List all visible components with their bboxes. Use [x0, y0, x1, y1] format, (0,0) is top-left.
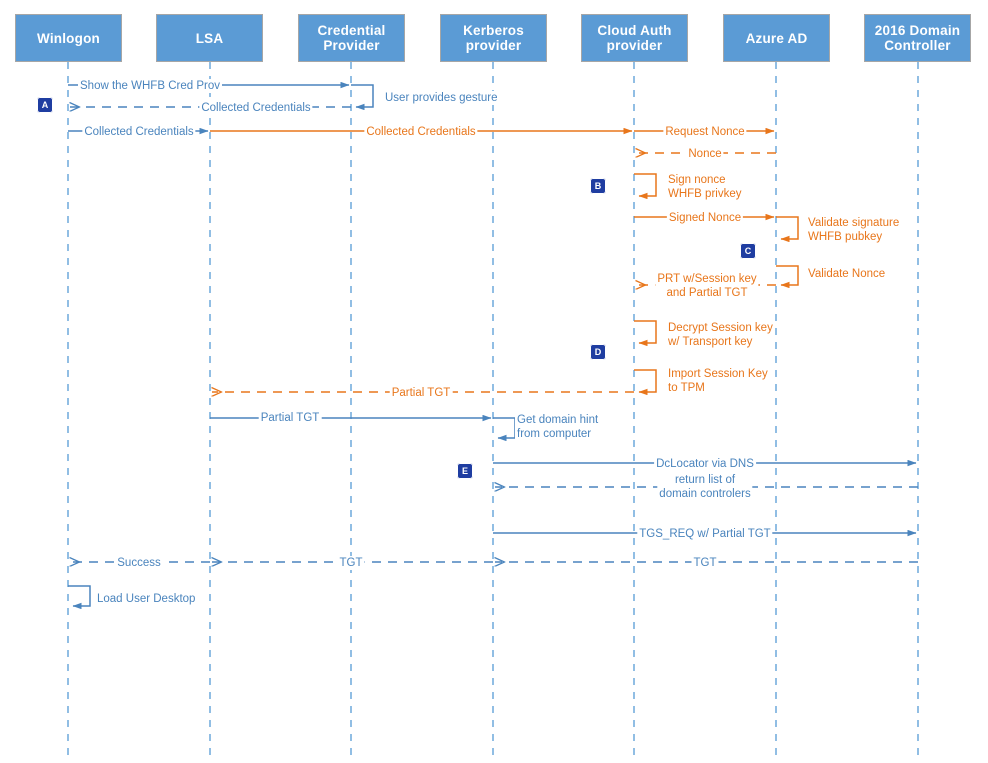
self-message-m24 [68, 585, 91, 610]
step-marker-c[interactable]: C [740, 243, 756, 259]
message-label-m5: Collected Credentials [364, 125, 478, 139]
message-label-m6: Request Nonce [663, 125, 747, 139]
self-message-m17 [493, 417, 516, 442]
message-label-m4: Collected Credentials [82, 125, 196, 139]
message-label-m7: Nonce [686, 147, 724, 161]
self-message-m13 [634, 320, 657, 347]
self-message-m10 [776, 216, 799, 243]
message-label-m1: Show the WHFB Cred Prov [78, 79, 222, 93]
self-message-m8 [634, 173, 657, 200]
message-label-m22: TGT [337, 556, 365, 570]
actor-box-lsa[interactable]: LSA [156, 14, 263, 62]
message-label-m18: DcLocator via DNS [654, 457, 756, 471]
step-marker-d[interactable]: D [590, 344, 606, 360]
step-marker-b[interactable]: B [590, 178, 606, 194]
self-message-m11 [776, 265, 799, 289]
actor-box-winlogon[interactable]: Winlogon [15, 14, 122, 62]
self-message-m14 [634, 369, 657, 396]
lifelines-group [67, 62, 919, 760]
message-label-m24: Load User Desktop [95, 592, 198, 606]
message-label-m16: Partial TGT [258, 411, 322, 425]
message-label-m9: Signed Nonce [666, 211, 744, 225]
self-message-m2 [351, 84, 374, 111]
message-label-m2: User provides gesture [383, 91, 500, 105]
actor-box-azuread[interactable]: Azure AD [723, 14, 830, 62]
step-marker-e[interactable]: E [457, 463, 473, 479]
message-label-m3: Collected Credentials [199, 101, 313, 115]
message-label-m21: TGT [691, 556, 719, 570]
step-marker-a[interactable]: A [37, 97, 53, 113]
message-label-m20: TGS_REQ w/ Partial TGT [637, 527, 773, 541]
message-label-m23: Success [115, 556, 163, 570]
message-label-m11: Validate Nonce [806, 267, 888, 281]
message-label-m15: Partial TGT [389, 386, 453, 400]
